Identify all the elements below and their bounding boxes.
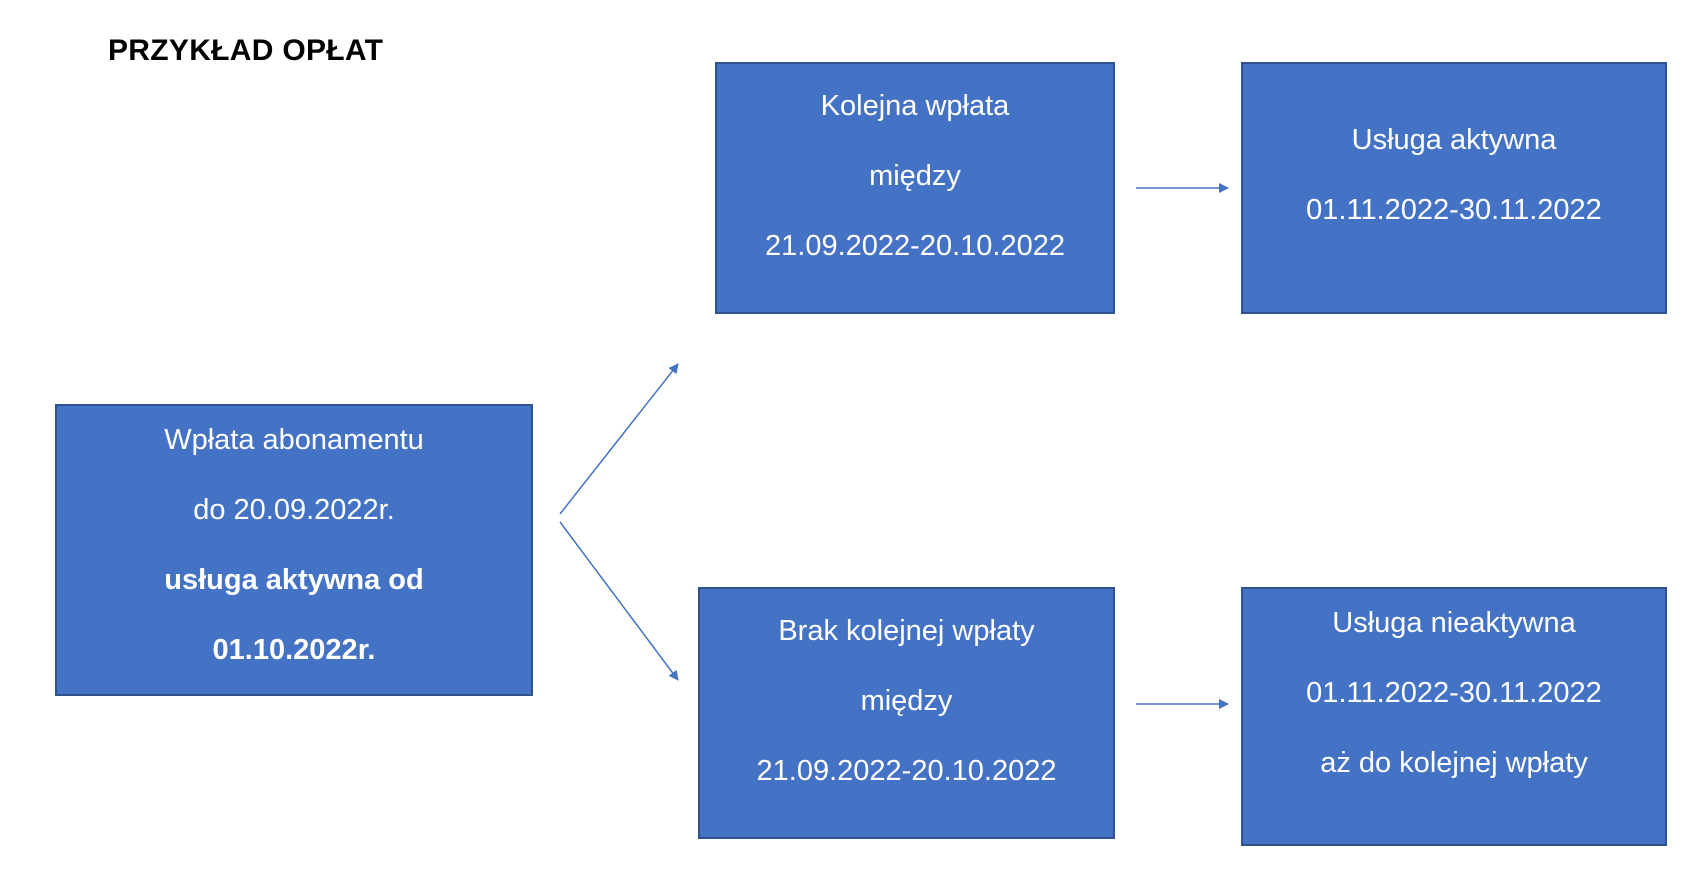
box-text-line: między [860, 685, 953, 717]
box-service-active: Usługa aktywna 01.11.2022-30.11.2022 [1241, 62, 1667, 314]
box-next-payment: Kolejna wpłata między 21.09.2022-20.10.2… [715, 62, 1115, 314]
box-text-line: 21.09.2022-20.10.2022 [756, 755, 1057, 787]
box-text-line: Wpłata abonamentu [164, 424, 424, 456]
box-subscription-payment: Wpłata abonamentu do 20.09.2022r. usługa… [55, 404, 533, 696]
box-no-payment: Brak kolejnej wpłaty między 21.09.2022-2… [698, 587, 1115, 839]
arrow-to-next-payment [559, 363, 679, 515]
box-text-line: 01.11.2022-30.11.2022 [1306, 194, 1602, 226]
box-text-line-bold: usługa aktywna od [164, 564, 424, 596]
box-text-line: Usługa aktywna [1351, 124, 1557, 156]
box-text-line: do 20.09.2022r. [193, 494, 395, 526]
box-text-line: Usługa nieaktywna [1332, 607, 1576, 639]
arrow-to-no-payment [559, 521, 679, 681]
box-text-line-bold: 01.10.2022r. [212, 634, 376, 666]
box-text-line: aż do kolejnej wpłaty [1320, 747, 1588, 779]
box-text-line: 21.09.2022-20.10.2022 [765, 230, 1065, 262]
box-text-line: Kolejna wpłata [820, 90, 1010, 122]
box-text-line: Brak kolejnej wpłaty [778, 615, 1035, 647]
page-title: PRZYKŁAD OPŁAT [108, 34, 384, 67]
box-text-line: między [869, 160, 961, 192]
box-text-line: 01.11.2022-30.11.2022 [1306, 677, 1602, 709]
box-service-inactive: Usługa nieaktywna 01.11.2022-30.11.2022 … [1241, 587, 1667, 846]
